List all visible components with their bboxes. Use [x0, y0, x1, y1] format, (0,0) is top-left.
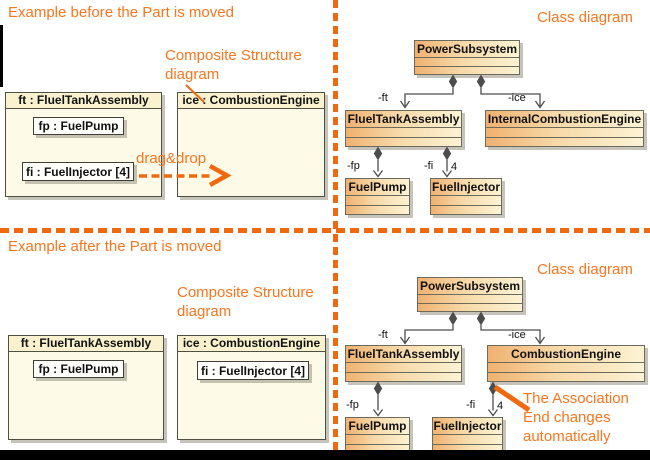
operations-compartment — [433, 443, 502, 454]
role-label-fp-after: -fp — [346, 399, 359, 411]
composition-diamond-icon — [476, 74, 486, 89]
elbow-connector-ft — [404, 88, 454, 106]
part-ice-combustionengine-after: ice : CombustionEngine — [177, 335, 326, 440]
attributes-compartment — [346, 434, 409, 444]
attributes-compartment — [488, 362, 644, 372]
operations-compartment — [415, 65, 519, 75]
after-composite-structure-label: Composite Structure diagram — [177, 284, 314, 320]
operations-compartment — [346, 443, 409, 454]
class-fueltankassembly-before: FluelTankAssembly — [345, 110, 462, 147]
part-fp-fuelpump-before: fp : FuelPump — [33, 117, 124, 135]
multiplicity-label-after: 4 — [497, 400, 504, 412]
composition-diamond-icon — [448, 74, 458, 89]
class-name: FluelTankAssembly — [347, 112, 460, 126]
horizontal-divider — [0, 228, 650, 233]
arrowhead-icon — [534, 336, 546, 345]
before-title: Example before the Part is moved — [8, 4, 234, 21]
operations-compartment — [488, 371, 644, 382]
attributes-compartment — [433, 434, 502, 444]
part-ice-combustionengine-before: ice : CombustionEngine — [177, 92, 325, 197]
class-name: InternalCombustionEngine — [487, 112, 642, 126]
class-fuelpump-after: FuelPump — [345, 417, 410, 454]
attributes-compartment — [431, 195, 501, 205]
class-name: FuelPump — [348, 419, 407, 433]
arrowhead-icon — [399, 336, 411, 345]
class-name: PowerSubsystem — [419, 279, 521, 293]
class-fueltankassembly-after: FluelTankAssembly — [345, 345, 462, 382]
arrowhead-icon — [399, 100, 411, 109]
role-label-fp-before: -fp — [347, 160, 360, 172]
attributes-compartment — [346, 195, 409, 205]
operations-compartment — [418, 302, 522, 312]
role-label-ice-before: -ice — [508, 92, 526, 104]
composition-diamond-icon — [373, 381, 383, 396]
class-powersubsystem-before: PowerSubsystem — [414, 40, 520, 75]
left-black-bar — [0, 25, 3, 87]
role-label-ft-after: -ft — [378, 329, 388, 341]
class-name: FluelTankAssembly — [347, 347, 460, 361]
part-fi-fuelinjector-after: fi : FuelInjector [4] — [197, 361, 309, 380]
class-fuelinjector-before: FuelInjector — [430, 178, 502, 215]
composition-diamond-icon — [442, 146, 452, 161]
before-class-diagram-title: Class diagram — [537, 9, 633, 26]
arrowhead-icon — [372, 409, 384, 417]
role-label-fi-before: -fi — [424, 160, 434, 172]
role-label-ice-after: -ice — [508, 329, 526, 341]
role-label-fi-after: -fi — [466, 399, 476, 411]
class-name: FuelInjector — [431, 180, 500, 194]
part-fp-fuelpump-after: fp : FuelPump — [33, 360, 124, 378]
class-fuelpump-before: FuelPump — [345, 178, 410, 215]
class-name: PowerSubsystem — [416, 42, 518, 56]
role-label-ft-before: -ft — [378, 92, 388, 104]
operations-compartment — [346, 204, 409, 215]
vertical-divider — [333, 0, 338, 450]
class-name: CombustionEngine — [511, 347, 621, 361]
attributes-compartment — [415, 57, 519, 66]
before-composite-structure-label: Composite Structure diagram — [165, 47, 302, 83]
operations-compartment — [486, 136, 643, 147]
attributes-compartment — [486, 127, 643, 137]
composition-diamond-icon — [488, 381, 498, 396]
drag-drop-label: drag&drop — [136, 150, 207, 167]
attributes-compartment — [346, 127, 461, 137]
part-header: ft : FluelTankAssembly — [6, 93, 161, 109]
elbow-connector-ft — [404, 325, 454, 342]
attributes-compartment — [346, 362, 461, 372]
after-class-diagram-title: Class diagram — [537, 261, 633, 278]
attributes-compartment — [418, 294, 522, 303]
part-header: ft : FluelTankAssembly — [9, 336, 163, 352]
class-fuelinjector-after: FuelInjector — [432, 417, 503, 454]
after-title: Example after the Part is moved — [8, 238, 222, 255]
class-combustionengine-after: CombustionEngine — [487, 345, 645, 382]
arrowhead-icon — [534, 100, 546, 109]
part-fi-fuelinjector-before: fi : FuelInjector [4] — [22, 162, 134, 181]
arrowhead-icon — [372, 170, 384, 178]
part-ft-fueltankassembly-after: ft : FluelTankAssembly — [8, 335, 164, 440]
operations-compartment — [431, 204, 501, 215]
operations-compartment — [346, 136, 461, 147]
class-name: FuelPump — [348, 180, 407, 194]
class-internalcombustionengine-before: InternalCombustionEngine — [485, 110, 644, 147]
composition-diamond-icon — [476, 311, 486, 326]
composition-diamond-icon — [448, 311, 458, 326]
composition-diamond-icon — [373, 146, 383, 161]
class-name: FuelInjector — [433, 419, 502, 433]
part-ft-fueltankassembly-before: ft : FluelTankAssembly — [5, 92, 162, 197]
association-end-annotation: The Association End changes automaticall… — [523, 390, 629, 445]
multiplicity-label-before: 4 — [451, 161, 458, 173]
part-header: ice : CombustionEngine — [178, 336, 325, 352]
class-powersubsystem-after: PowerSubsystem — [417, 277, 523, 312]
operations-compartment — [346, 371, 461, 382]
part-header: ice : CombustionEngine — [178, 93, 324, 109]
bottom-black-bar — [0, 450, 650, 460]
